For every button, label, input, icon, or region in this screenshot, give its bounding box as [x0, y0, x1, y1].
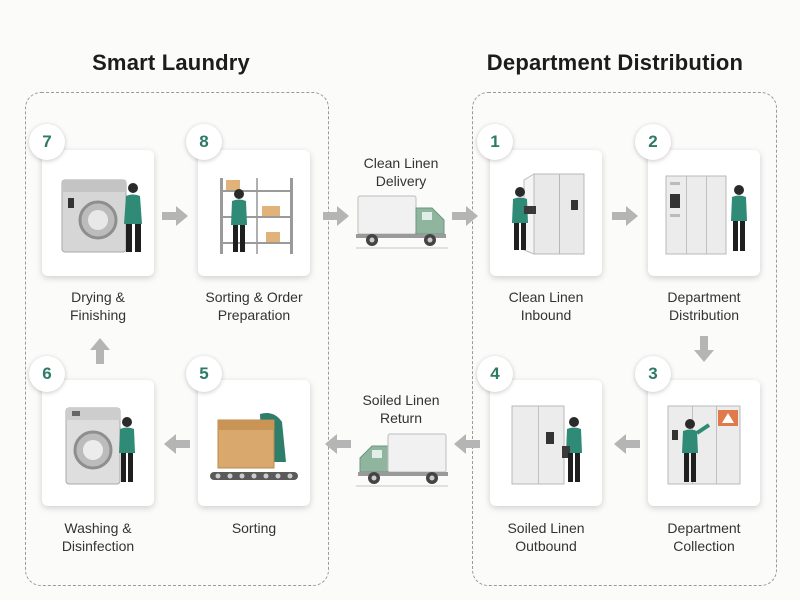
arrow-left-4-to-return [454, 434, 480, 454]
step-6-label-line1: Washing & [64, 520, 132, 536]
step-8-label-line2: Preparation [217, 307, 291, 323]
step-1-number-badge: 1 [477, 124, 513, 160]
step-1-card [490, 150, 602, 276]
return-label-line1: Soiled Linen [362, 392, 440, 408]
step-5-label: Sorting [179, 519, 329, 537]
step-2-card [648, 150, 760, 276]
step-7-label-line2: Finishing [69, 307, 127, 323]
step-3-label: Department Collection [629, 519, 779, 555]
step-7-label: Drying & Finishing [23, 288, 173, 324]
delivery-truck-icon [356, 195, 448, 249]
step-6-label: Washing & Disinfection [23, 519, 173, 555]
conveyor-sorting-icon [210, 413, 298, 480]
step-2-label-line2: Distribution [668, 307, 740, 323]
arrow-left-3-to-4 [614, 434, 640, 454]
shelving-icon [220, 178, 293, 254]
step-2-number-badge: 2 [635, 124, 671, 160]
step-2-label: Department Distribution [629, 288, 779, 324]
step-7-card [42, 150, 154, 276]
step-4-number-badge: 4 [477, 356, 513, 392]
step-4-label: Soiled Linen Outbound [471, 519, 621, 555]
step-5-card [198, 380, 310, 506]
step-4-label-line2: Outbound [515, 538, 577, 554]
arrow-right-1-to-2 [612, 206, 638, 226]
step-3-card [648, 380, 760, 506]
step-5-number-badge: 5 [186, 356, 222, 392]
return-label: Soiled Linen Return [326, 391, 476, 427]
arrow-left-5-to-6 [164, 434, 190, 454]
return-label-line2: Return [379, 410, 423, 426]
delivery-label: Clean Linen Delivery [326, 154, 476, 190]
arrow-right-7-to-8 [162, 206, 188, 226]
step-3-number-badge: 3 [635, 356, 671, 392]
step-3-label-line1: Department [667, 520, 741, 536]
return-truck-icon [356, 433, 448, 487]
collection-locker-icon [667, 405, 741, 485]
step-5-label-line1: Sorting [231, 520, 277, 536]
delivery-label-line1: Clean Linen [363, 155, 439, 171]
arrow-right-delivery-to-1 [452, 206, 478, 226]
step-8-number-badge: 8 [186, 124, 222, 160]
step-1-label-line1: Clean Linen [508, 289, 584, 305]
step-4-card [490, 380, 602, 506]
step-4-label-line1: Soiled Linen [507, 520, 585, 536]
step-2-label-line1: Department [667, 289, 741, 305]
arrow-right-8-to-delivery [323, 206, 349, 226]
locker-inbound-icon [512, 173, 585, 255]
step-6-card [42, 380, 154, 506]
arrow-up-6-to-7 [90, 338, 110, 364]
step-1-label-line2: Inbound [520, 307, 572, 323]
step-8-card [198, 150, 310, 276]
step-8-label: Sorting & Order Preparation [179, 288, 329, 324]
step-1-label: Clean Linen Inbound [471, 288, 621, 324]
smart-laundry-group [25, 92, 329, 586]
step-6-label-line2: Disinfection [61, 538, 135, 554]
department-distribution-group [472, 92, 777, 586]
delivery-label-line2: Delivery [375, 173, 427, 189]
step-7-number-badge: 7 [29, 124, 65, 160]
step-6-number-badge: 6 [29, 356, 65, 392]
smart-laundry-title: Smart Laundry [92, 50, 250, 75]
arrow-down-2-to-3 [694, 336, 714, 362]
locker-outbound-icon [511, 405, 582, 485]
step-7-label-line1: Drying & [71, 289, 125, 305]
step-8-label-line1: Sorting & Order [205, 289, 303, 305]
washing-machine-icon [65, 407, 135, 485]
smart-locker-icon [665, 175, 747, 255]
department-distribution-title: Department Distribution [486, 50, 744, 75]
dryer-icon [61, 179, 142, 253]
arrow-left-return-to-5 [325, 434, 351, 454]
step-3-label-line2: Collection [673, 538, 735, 554]
